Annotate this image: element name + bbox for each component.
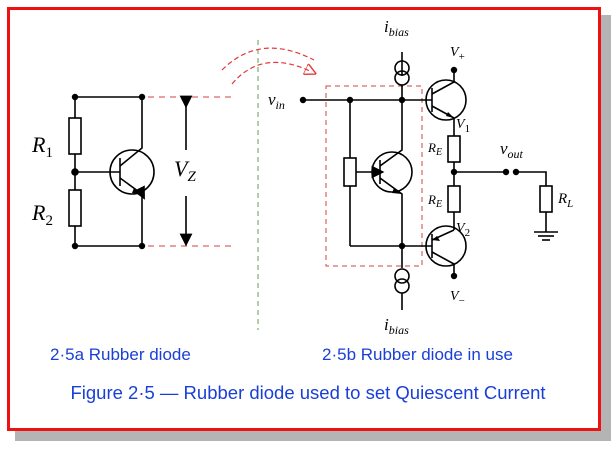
label-ibias-bottom: ibias <box>384 315 409 337</box>
caption-rubber-diode: 2·5a Rubber diode <box>50 345 191 364</box>
label-vin: vin <box>268 90 285 112</box>
label-vminus: V− <box>450 289 465 307</box>
figure-frame <box>7 7 601 431</box>
rubber-diode-in-use <box>299 52 558 310</box>
label-re-bottom: RE <box>427 192 442 210</box>
label-vout: vout <box>500 139 524 161</box>
move-arrow-icon <box>231 61 312 85</box>
label-ibias-top: ibias <box>384 17 409 39</box>
figure-title: Figure 2·5 — Rubber diode used to set Qu… <box>70 382 546 403</box>
label-vplus: V+ <box>450 45 465 63</box>
label-r1: R1 <box>31 132 53 161</box>
resistor-r1 <box>68 117 82 155</box>
resistor-r2 <box>68 189 82 227</box>
label-v2: V2 <box>456 221 470 239</box>
label-v1: V1 <box>456 117 470 135</box>
transistor-left <box>109 97 155 246</box>
rubber-diode-left <box>68 93 232 250</box>
caption-rubber-diode-in-use: 2·5b Rubber diode in use <box>322 345 513 364</box>
label-rl: RL <box>557 191 573 210</box>
label-r2: R2 <box>31 200 53 229</box>
label-re-top: RE <box>427 140 442 158</box>
label-vz: VZ <box>174 156 196 185</box>
